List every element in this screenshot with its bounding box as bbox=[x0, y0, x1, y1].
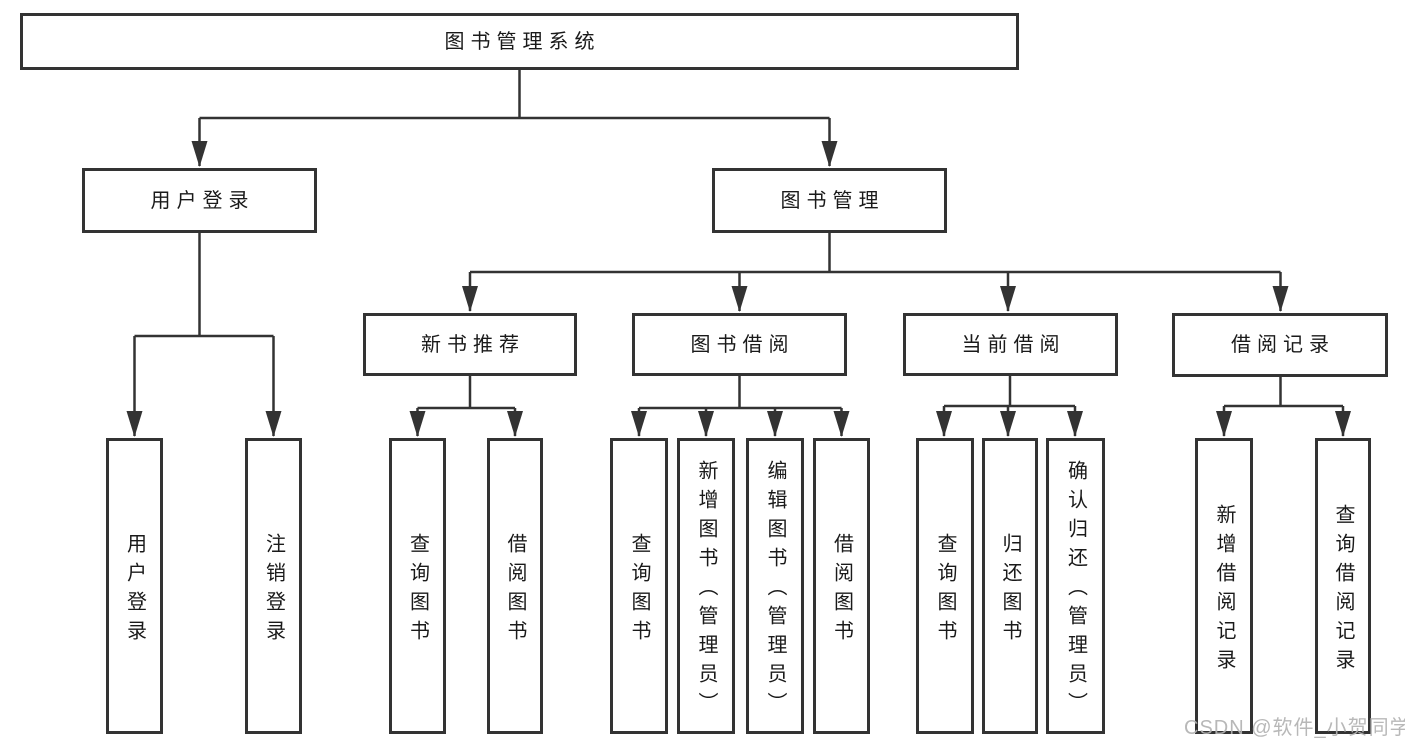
node-label: 查询图书 bbox=[628, 532, 650, 649]
leaf-query-books-recommend: 查询图书 bbox=[389, 438, 446, 734]
node-borrowing-records: 借阅记录 bbox=[1172, 313, 1388, 377]
csdn-watermark: CSDN @软件_小贺同学 bbox=[1184, 717, 1405, 739]
leaf-confirm-return-admin: 确认归还（管理员） bbox=[1046, 438, 1105, 734]
leaf-borrow-books-borrowing: 借阅图书 bbox=[813, 438, 870, 734]
leaf-return-books: 归还图书 bbox=[982, 438, 1038, 734]
node-label: 用户登录 bbox=[123, 532, 146, 649]
node-user-login: 用户登录 bbox=[82, 168, 317, 233]
node-label: 借阅图书 bbox=[830, 532, 853, 649]
node-label: 查询图书 bbox=[406, 532, 429, 649]
node-label: 查询借阅记录 bbox=[1332, 503, 1354, 678]
node-label: 当前借阅 bbox=[961, 333, 1066, 356]
node-label: 编辑图书（管理员） bbox=[764, 460, 786, 721]
leaf-query-books-borrowing: 查询图书 bbox=[610, 438, 668, 734]
node-label: 借阅图书 bbox=[504, 532, 526, 649]
node-label: 注销登录 bbox=[262, 532, 285, 649]
node-label: 新增图书（管理员） bbox=[695, 460, 717, 721]
node-label: 新增借阅记录 bbox=[1213, 503, 1235, 678]
leaf-query-books-current: 查询图书 bbox=[916, 438, 974, 734]
node-library-management-system: 图书管理系统 bbox=[20, 13, 1019, 70]
leaf-edit-books-admin: 编辑图书（管理员） bbox=[746, 438, 804, 734]
node-book-borrowing: 图书借阅 bbox=[632, 313, 847, 376]
leaf-borrow-books-recommend: 借阅图书 bbox=[487, 438, 543, 734]
node-new-book-recommendation: 新书推荐 bbox=[363, 313, 577, 376]
node-label: 新书推荐 bbox=[421, 333, 525, 356]
node-label: 查询图书 bbox=[934, 532, 956, 649]
node-label: 图书管理 bbox=[780, 189, 885, 212]
leaf-add-books-admin: 新增图书（管理员） bbox=[677, 438, 735, 734]
leaf-add-borrow-record: 新增借阅记录 bbox=[1195, 438, 1253, 734]
node-book-management: 图书管理 bbox=[712, 168, 947, 233]
leaf-user-login: 用户登录 bbox=[106, 438, 163, 734]
node-label: 图书借阅 bbox=[690, 333, 795, 356]
node-label: 图书管理系统 bbox=[444, 30, 601, 53]
node-label: 归还图书 bbox=[999, 532, 1021, 649]
leaf-query-borrow-record: 查询借阅记录 bbox=[1315, 438, 1371, 734]
leaf-logout: 注销登录 bbox=[245, 438, 302, 734]
node-label: 借阅记录 bbox=[1231, 334, 1335, 356]
node-label: 确认归还（管理员） bbox=[1064, 460, 1087, 721]
node-label: 用户登录 bbox=[150, 189, 255, 212]
node-current-borrowing: 当前借阅 bbox=[903, 313, 1118, 376]
